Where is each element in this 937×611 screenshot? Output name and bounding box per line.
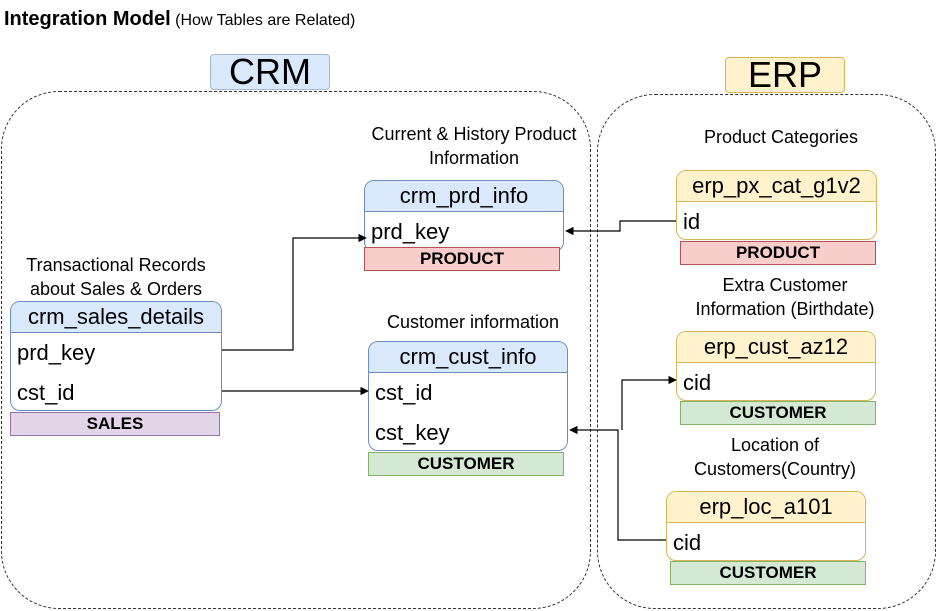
table-crm-sales-details: crm_sales_details prd_key cst_id [10,301,222,411]
erp-group-frame [597,94,936,609]
field-cid: cid [673,530,702,555]
table-name: crm_sales_details [11,302,221,333]
table-name: crm_prd_info [365,181,563,212]
title-subtitle: (How Tables are Related) [175,12,356,29]
field-cst-key: cst_key [375,420,450,445]
tag-customer: CUSTOMER [680,401,876,425]
tag-customer: CUSTOMER [670,561,866,585]
field-id: id [683,209,701,234]
tag-customer: CUSTOMER [368,452,564,476]
field-cst-id: cst_id [17,380,75,405]
table-name: erp_px_cat_g1v2 [677,171,876,202]
field-cid: cid [683,370,712,395]
caption-sales: Transactional Records about Sales & Orde… [26,255,206,299]
caption-cust-info: Customer information [386,312,560,332]
table-name: erp_loc_a101 [667,492,865,523]
table-erp-px-cat-g1v2: erp_px_cat_g1v2 id [676,170,877,240]
tag-sales: SALES [10,412,220,436]
caption-loc-a101: Location of Customers(Country) [693,435,857,479]
table-name: crm_cust_info [369,342,567,373]
field-prd-key: prd_key [371,219,450,244]
table-erp-cust-az12: erp_cust_az12 cid [676,331,876,401]
title-main: Integration Model [4,8,171,30]
table-crm-prd-info: crm_prd_info prd_key [364,180,564,252]
crm-group-label: CRM [210,54,330,90]
field-cst-id: cst_id [375,380,433,405]
erp-group-label: ERP [725,57,845,93]
crm-group-frame [1,91,591,609]
caption-prd-info: Current & History Product Information [371,124,577,168]
table-crm-cust-info: crm_cust_info cst_id cst_key [368,341,568,451]
tag-product: PRODUCT [364,247,560,271]
table-name: erp_cust_az12 [677,332,875,363]
caption-cust-az12: Extra Customer Information (Birthdate) [695,275,875,319]
table-erp-loc-a101: erp_loc_a101 cid [666,491,866,561]
field-prd-key: prd_key [17,340,96,365]
tag-product: PRODUCT [680,241,876,265]
caption-px-cat: Product Categories [703,127,859,147]
diagram-title: Integration Model (How Tables are Relate… [4,8,355,31]
